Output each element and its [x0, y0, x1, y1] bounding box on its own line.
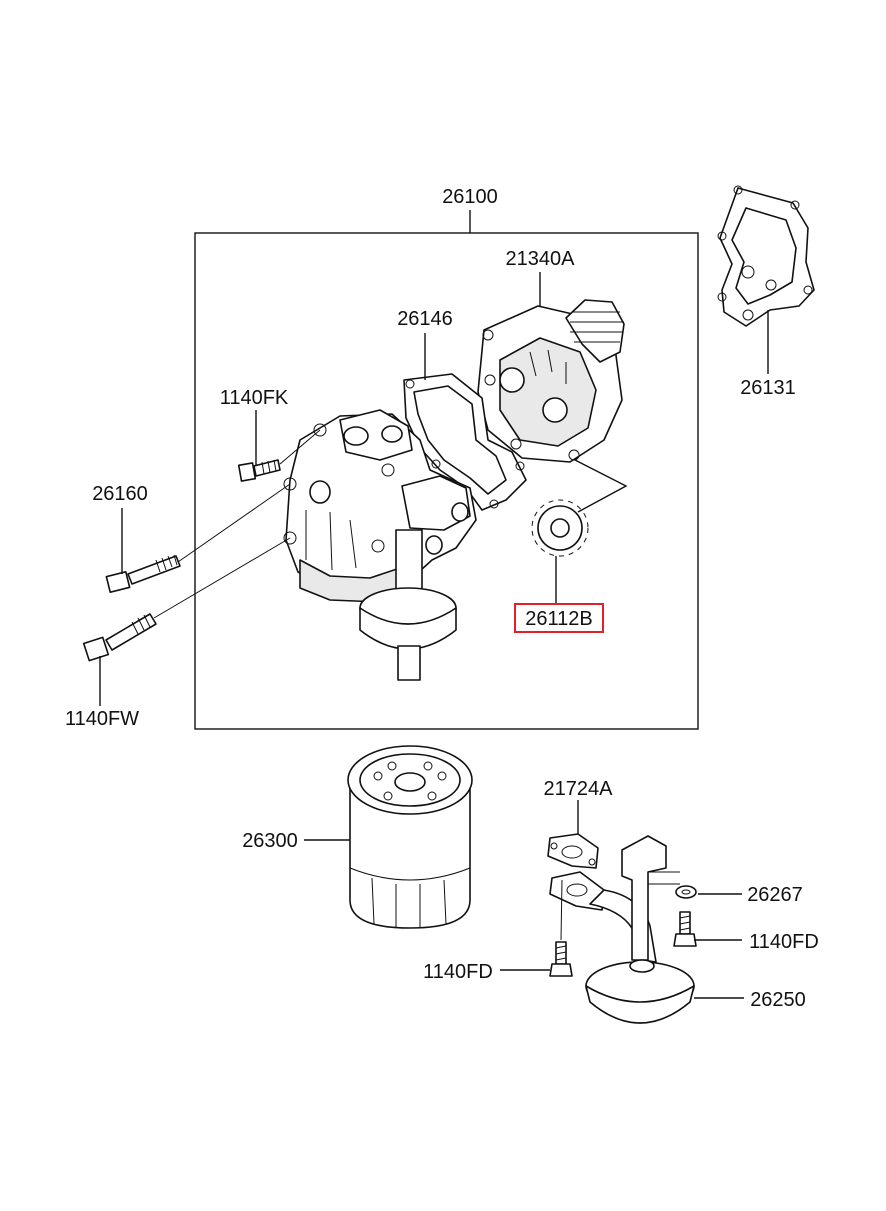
oil-pump-21340a[interactable]	[477, 299, 625, 463]
bolt-1140fk-axis	[279, 429, 321, 465]
label-26131[interactable]: 26131	[740, 377, 796, 399]
washer-26267[interactable]	[675, 885, 697, 899]
gasket-26131[interactable]	[717, 185, 815, 327]
bolt-1140fd-right[interactable]	[673, 911, 697, 947]
assembly-frame	[194, 232, 699, 730]
bolt-1140fd-left[interactable]	[549, 941, 573, 977]
label-1140fw[interactable]: 1140FW	[65, 708, 139, 730]
gasket-21724a[interactable]	[547, 833, 599, 869]
bolt-1140fd-left-axis	[560, 879, 563, 941]
bolt-1140fk[interactable]	[237, 459, 281, 482]
highlight-box-26112b	[514, 603, 604, 633]
label-26146[interactable]: 26146	[397, 308, 453, 330]
label-1140fk[interactable]: 1140FK	[220, 387, 289, 409]
label-26100[interactable]: 26100	[442, 186, 498, 208]
oil-filter-26300[interactable]	[347, 745, 473, 929]
label-1140fd-right[interactable]: 1140FD	[749, 931, 819, 953]
leader-gear-bracket	[574, 459, 628, 513]
gear-26112b[interactable]	[531, 499, 589, 557]
label-26112b[interactable]: 26112B	[525, 608, 592, 630]
label-26267[interactable]: 26267	[747, 884, 803, 906]
relief-valve-cup[interactable]	[359, 529, 457, 681]
label-26300[interactable]: 26300	[242, 830, 298, 852]
label-26160[interactable]: 26160	[92, 483, 148, 505]
label-1140fd-left[interactable]: 1140FD	[423, 961, 493, 983]
bolt-26160[interactable]	[105, 554, 181, 593]
bolt-26160-axis	[177, 483, 291, 563]
label-21724a[interactable]: 21724A	[544, 778, 614, 800]
label-21340a[interactable]: 21340A	[506, 248, 576, 270]
oil-strainer-26250[interactable]	[549, 835, 695, 1024]
bolt-1140fw[interactable]	[82, 613, 157, 662]
bolt-1140fw-axis	[153, 537, 291, 619]
label-26250[interactable]: 26250	[750, 989, 806, 1011]
